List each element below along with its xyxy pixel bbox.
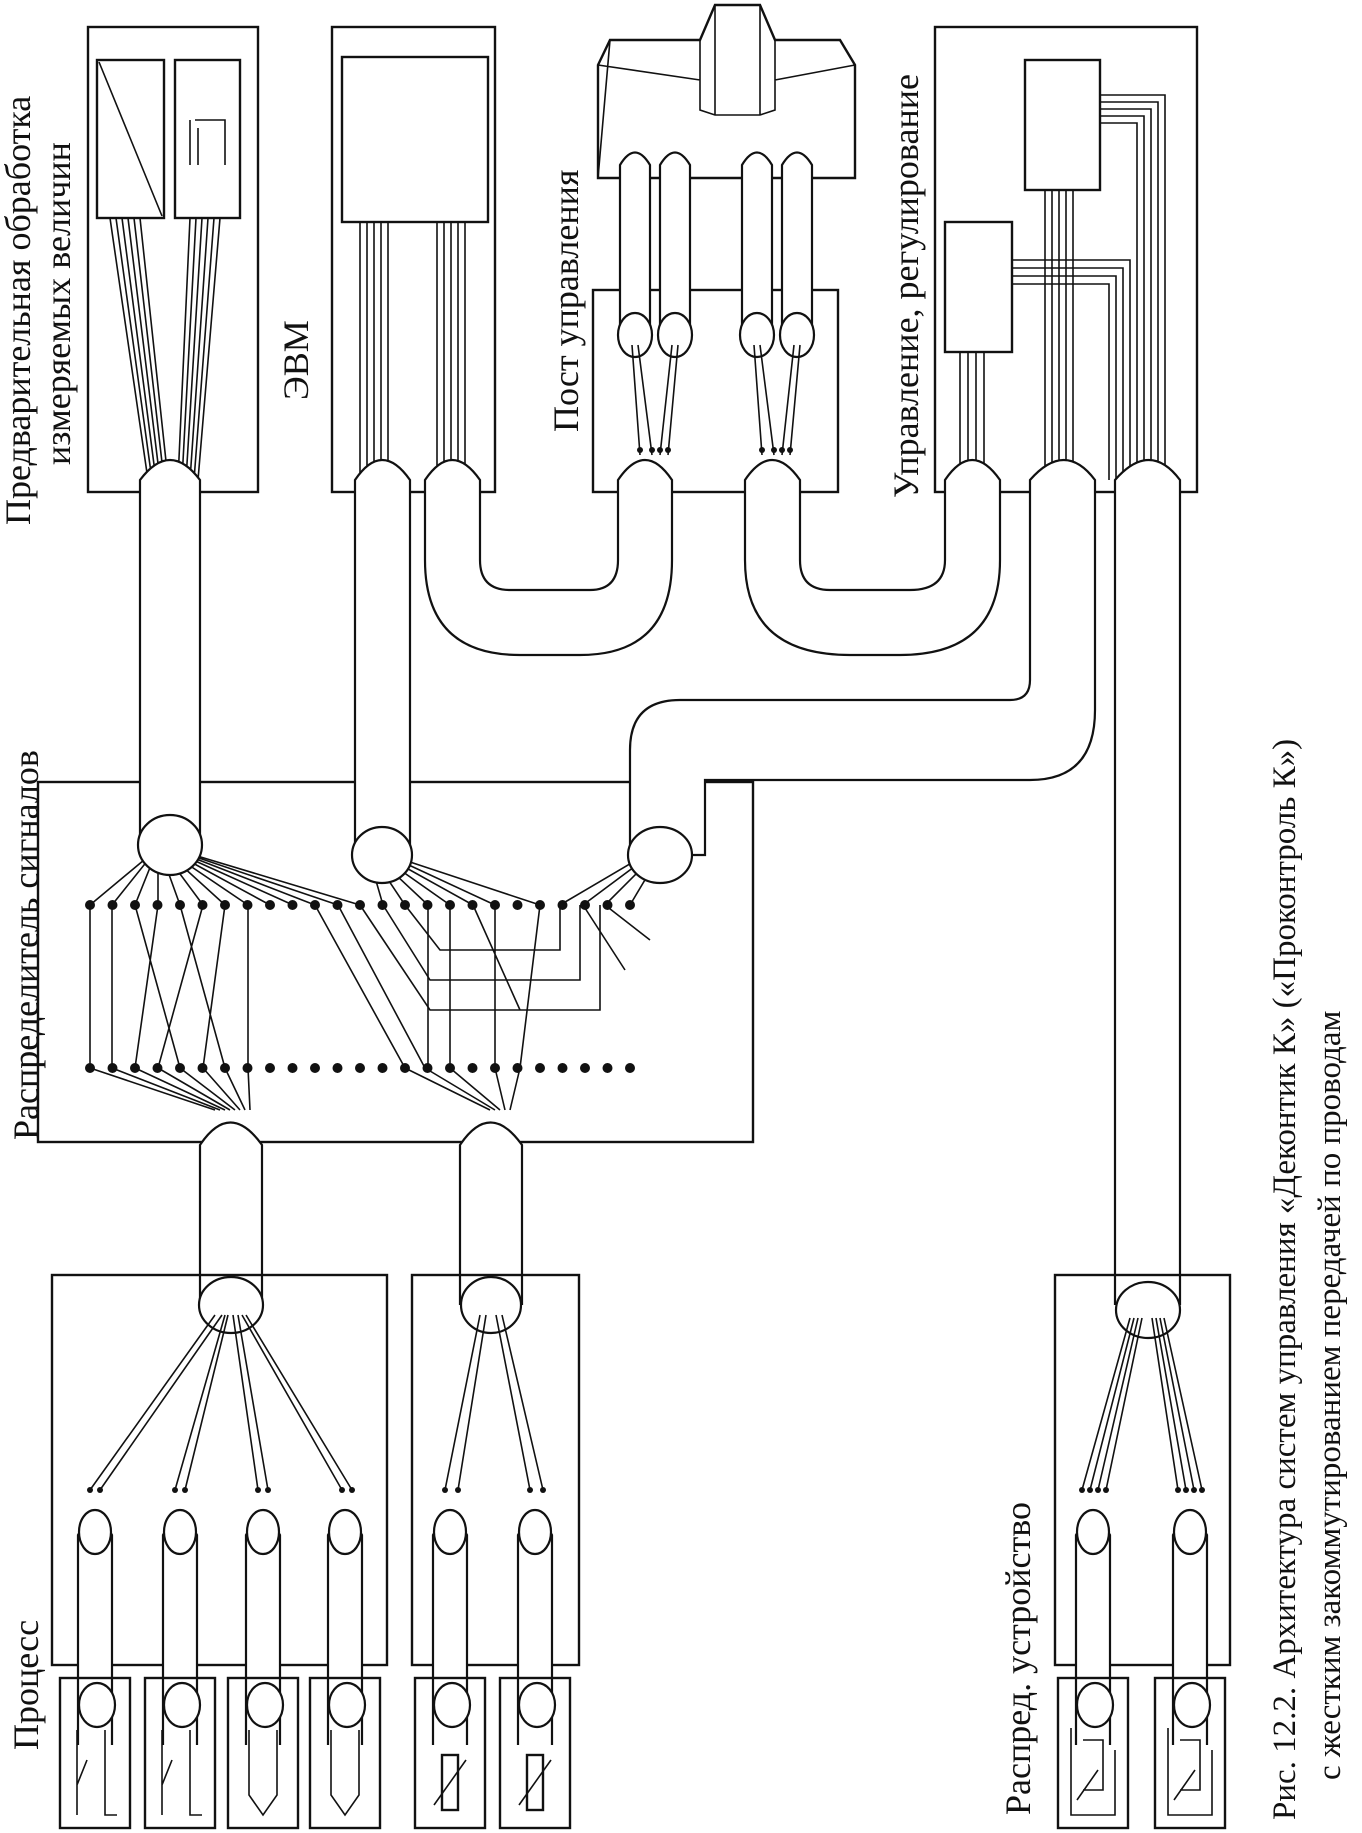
cable-post-loop: [743, 458, 1002, 657]
cable-regulation: [628, 458, 1097, 857]
cable-distributor-process: [198, 1121, 264, 1305]
diagram-labels: Предварительная обработка измеряемых вел…: [0, 74, 1348, 1820]
control-post-block: [591, 3, 857, 494]
sensor-block: [410, 1273, 581, 1667]
field-device: [1056, 1508, 1130, 1830]
label-measured-values: измеряемых величин: [38, 142, 78, 465]
terminal-dot: [355, 1063, 365, 1073]
cable-computer: [353, 458, 412, 855]
terminal-dot: [602, 1063, 613, 1073]
terminal-dot: [265, 1063, 275, 1073]
terminal-dot: [512, 900, 523, 910]
preprocessing-fan-wires: [109, 217, 221, 481]
label-control-regulation: Управление, регулирование: [886, 74, 926, 498]
cable-computer-loop: [423, 458, 674, 657]
distributor-terminal-rows: [85, 900, 635, 1073]
terminal-dot: [535, 1063, 545, 1073]
label-process: Процесс: [6, 1620, 46, 1750]
field-devices: [58, 1508, 1227, 1830]
field-device: [498, 1508, 572, 1830]
distribution-device-block: [1053, 1273, 1232, 1667]
computer-block: [330, 25, 497, 494]
field-device: [308, 1508, 382, 1830]
control-console: [596, 3, 857, 180]
console-wires: [631, 344, 801, 456]
trunk-cables: [136, 458, 1182, 1340]
field-device: [1153, 1508, 1227, 1830]
distributor-jumpers: [89, 904, 651, 1111]
terminal-dot: [580, 1063, 590, 1073]
terminal-dot: [557, 1063, 568, 1073]
caption-line-2: с жестким закоммутированием передачей по…: [1312, 1011, 1348, 1780]
cable-preprocessing: [138, 458, 202, 845]
label-signal-distributor: Распределитель сигналов: [6, 750, 46, 1140]
field-device: [226, 1508, 300, 1830]
terminal-dot: [152, 1063, 163, 1073]
field-device: [143, 1508, 217, 1830]
preprocessing-block: [86, 25, 260, 494]
control-regulation-block: [933, 25, 1199, 494]
terminal-dot: [602, 900, 613, 910]
label-computer: ЭВМ: [276, 320, 316, 400]
label-distribution-device: Распред. устройство: [998, 1502, 1038, 1815]
cable-direct-distribution: [1113, 458, 1182, 1305]
field-device: [413, 1508, 487, 1830]
caption-line-1: Рис. 12.2. Архитектура систем управления…: [1267, 739, 1303, 1820]
terminal-dot: [467, 1063, 478, 1073]
terminal-dot: [625, 1063, 635, 1073]
label-preprocessing: Предварительная обработка: [0, 96, 38, 525]
terminal-dot: [377, 1063, 388, 1073]
terminal-dot: [332, 1063, 343, 1073]
terminal-dot: [287, 1063, 298, 1073]
label-control-post: Пост управления: [546, 170, 586, 432]
cable-distributor-sensors: [458, 1121, 524, 1305]
field-device: [58, 1508, 132, 1830]
process-block: [50, 1273, 389, 1667]
terminal-dot: [310, 1063, 320, 1073]
console-cables: [616, 151, 816, 359]
